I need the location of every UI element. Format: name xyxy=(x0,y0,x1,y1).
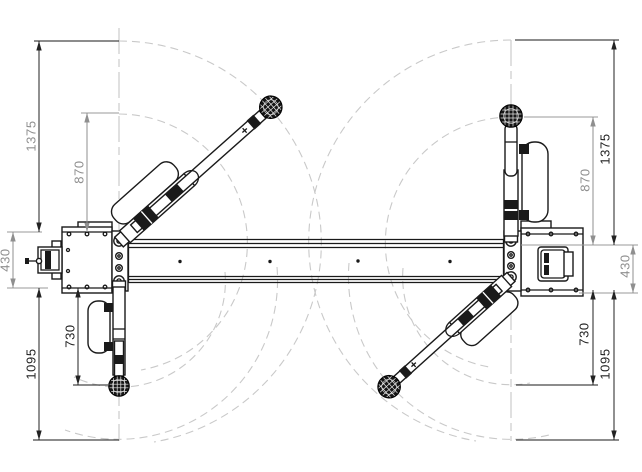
dim-left-rear-extended: 1375 xyxy=(23,41,42,232)
dimension-label: 730 xyxy=(576,322,591,346)
swing-arcs xyxy=(64,39,554,443)
arc-right-front-max xyxy=(347,262,554,440)
dimension-label: 1375 xyxy=(23,120,38,151)
lift-pad xyxy=(109,376,130,397)
dim-right-rear-retracted: 870 xyxy=(577,117,596,245)
dimension-label: 430 xyxy=(617,254,632,278)
arc-right-front-min xyxy=(402,267,531,386)
floor-beam xyxy=(127,238,505,284)
arc-left-front-min xyxy=(73,271,226,388)
dim-left-front-extended: 1095 xyxy=(23,288,42,440)
dimension-label: 1095 xyxy=(23,348,38,379)
dimension-label: 430 xyxy=(0,248,12,272)
centerlines xyxy=(118,28,512,441)
lock-block xyxy=(537,246,574,282)
dimension-label: 1375 xyxy=(597,133,612,164)
right-front-arm xyxy=(373,271,519,415)
arc-left-rear-min xyxy=(118,113,248,371)
left-front-arm xyxy=(87,280,130,397)
dimension-label: 1095 xyxy=(597,348,612,379)
dimension-label: 730 xyxy=(62,324,77,348)
dimensions: 1375 870 430 730 1095 xyxy=(0,39,638,441)
left-rear-arm xyxy=(110,77,286,248)
dim-right-carriage: 430 xyxy=(617,245,636,293)
dim-left-front-retracted: 730 xyxy=(62,288,81,385)
right-rear-arm xyxy=(500,105,549,243)
power-unit xyxy=(25,240,63,280)
right-carriage xyxy=(503,220,584,297)
arc-left-front-max xyxy=(64,266,279,440)
dimension-label: 870 xyxy=(71,160,86,184)
dim-right-front-extended: 1095 xyxy=(597,290,617,440)
beam-bolt-dots xyxy=(178,259,452,264)
dimension-label: 870 xyxy=(577,168,592,192)
arc-left-rear-max xyxy=(118,40,322,443)
lift-pad xyxy=(500,105,523,128)
dim-left-rear-retracted: 870 xyxy=(71,113,90,232)
dim-right-front-retracted: 730 xyxy=(576,290,596,385)
arc-right-rear-max xyxy=(308,39,512,442)
dim-left-carriage: 430 xyxy=(0,232,16,288)
dim-right-rear-extended: 1375 xyxy=(597,40,617,245)
